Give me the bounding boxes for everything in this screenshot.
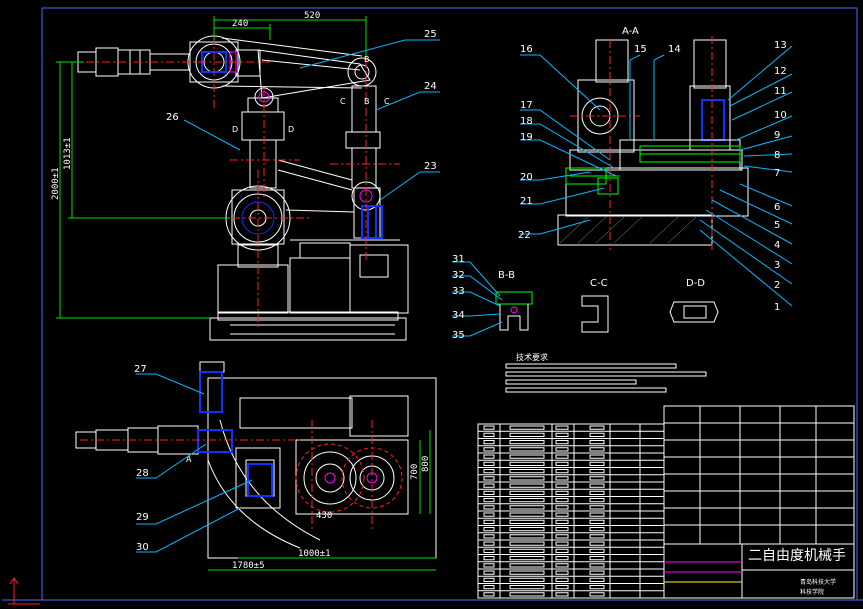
front-view-section-marks: B B C C D D [232,55,390,134]
section-cc-shape [581,295,609,333]
top-view-leaders [136,373,253,553]
svg-text:22: 22 [518,230,531,241]
svg-text:34: 34 [452,310,465,321]
front-view-dimensions [56,16,367,319]
top-view-part-numbers: 27 28 29 30 [134,364,149,553]
svg-text:3: 3 [774,260,780,271]
svg-text:10: 10 [774,110,787,121]
svg-text:14: 14 [668,44,681,55]
svg-text:7: 7 [774,168,780,179]
dim-800: 800 [421,456,431,472]
svg-text:16: 16 [520,44,533,55]
top-view-magenta-detail [324,472,378,484]
section-bb-label: B-B [498,270,515,281]
section-cc-label: C-C [590,278,608,289]
svg-text:C: C [340,97,346,106]
ucs-axis-icon [8,577,40,605]
view-mark-a: A [186,455,192,465]
dim-240: 240 [232,19,248,29]
section-dd-shape [669,301,719,323]
section-aa-leaders [520,45,793,307]
dim-430: 430 [316,511,332,521]
top-view-dim-text: 1000±1 1780±5 700 800 430 A [186,455,431,571]
top-plan-view [75,361,437,559]
drawing-frame [2,7,863,601]
svg-text:D: D [232,125,238,134]
svg-text:20: 20 [520,172,533,183]
svg-text:12: 12 [774,66,787,77]
parts-list-table [477,405,855,599]
section-dd-label: D-D [686,278,705,289]
dim-2000: 2000±1 [51,167,61,200]
tech-requirements-lines [505,363,707,393]
dim-1013: 1013±1 [63,137,73,170]
front-view-centerlines [70,20,400,330]
tech-requirements-title: 技术要求 [516,352,548,362]
svg-text:33: 33 [452,286,465,297]
svg-text:B: B [364,55,370,64]
dim-1000: 1000±1 [298,549,331,559]
svg-text:27: 27 [134,364,147,375]
section-bb-numbers: 31 32 33 34 35 [452,254,465,341]
svg-text:30: 30 [136,542,149,553]
svg-text:9: 9 [774,130,780,141]
top-view-blue-parts [197,371,273,497]
front-view-dim-text: 240 520 2000±1 1013±1 [51,11,320,200]
svg-text:19: 19 [520,132,533,143]
section-aa-hatch-lines [559,216,697,244]
section-bb-leaders [452,261,503,337]
dim-1780: 1780±5 [232,561,265,571]
section-aa-numbers-left: 17 18 19 20 21 22 [518,100,533,241]
svg-text:C: C [384,97,390,106]
section-bb-view [495,291,533,331]
dim-700: 700 [410,464,420,480]
svg-text:8: 8 [774,150,780,161]
svg-text:29: 29 [136,512,149,523]
front-view-part-numbers: 25 24 26 23 [166,29,437,172]
svg-text:24: 24 [424,81,437,92]
svg-text:23: 23 [424,161,437,172]
svg-text:13: 13 [774,40,787,51]
svg-text:25: 25 [424,29,437,40]
svg-text:B: B [364,97,370,106]
section-aa-view [557,39,749,246]
front-view-leaders [183,39,440,201]
svg-text:21: 21 [520,196,533,207]
svg-text:17: 17 [520,100,533,111]
dim-520: 520 [304,11,320,21]
school-name-line2: 科技学院 [800,588,824,596]
svg-text:5: 5 [774,220,780,231]
svg-text:32: 32 [452,270,465,281]
svg-text:1: 1 [774,302,780,313]
title-block [663,543,855,599]
svg-text:D: D [288,125,294,134]
section-aa-label: A-A [622,26,639,37]
svg-text:28: 28 [136,468,149,479]
svg-text:6: 6 [774,202,780,213]
svg-text:26: 26 [166,112,179,123]
svg-text:11: 11 [774,86,787,97]
section-aa-numbers-top: 16 15 14 13 12 11 10 9 8 7 6 5 4 3 2 1 [520,40,787,313]
svg-text:31: 31 [452,254,465,265]
front-elevation-view [77,35,409,341]
svg-text:2: 2 [774,280,780,291]
school-name-line1: 青岛科技大学 [800,578,836,586]
svg-text:35: 35 [452,330,465,341]
svg-text:15: 15 [634,44,647,55]
top-view-red-detail [80,420,403,530]
svg-text:4: 4 [774,240,780,251]
drawing-title: 二自由度机械手 [748,548,846,564]
top-view-dimensions [208,430,436,571]
svg-text:18: 18 [520,116,533,127]
